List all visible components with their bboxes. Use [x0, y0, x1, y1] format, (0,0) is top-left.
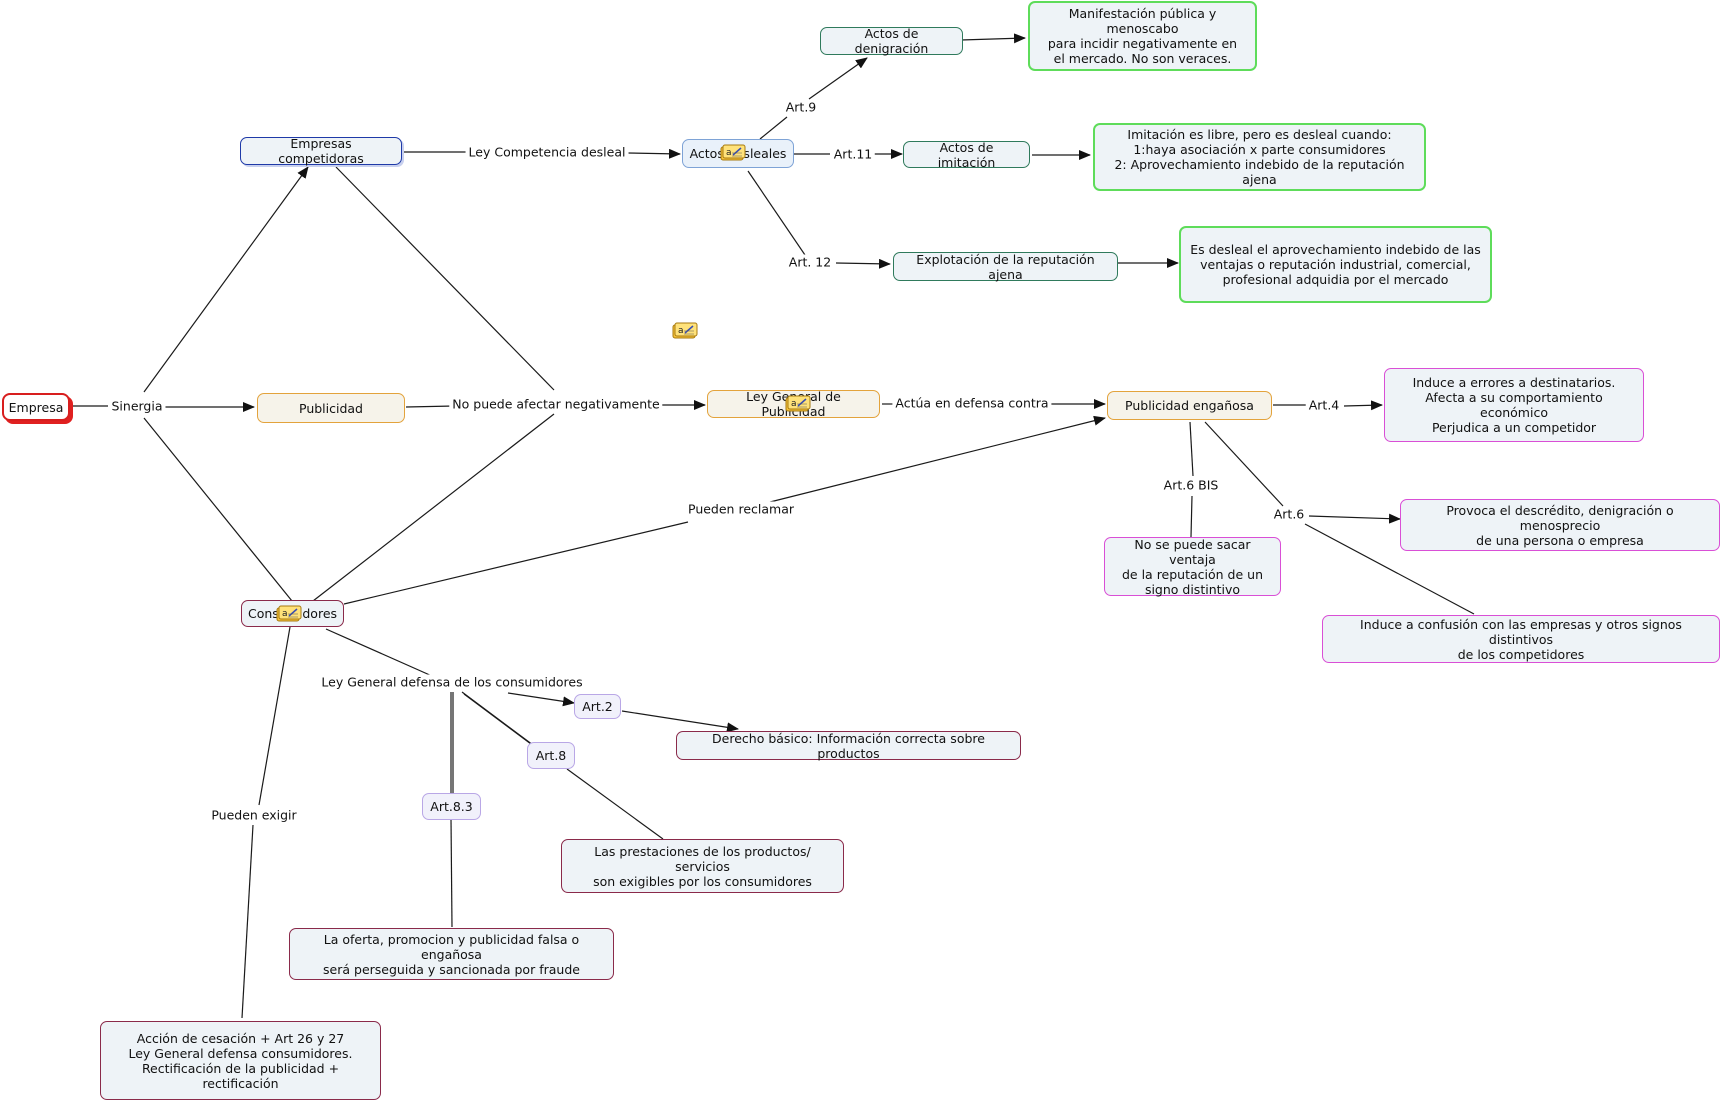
node-actos-denigracion[interactable]: Actos de denigración	[820, 26, 963, 56]
node-art2[interactable]: Art.2	[574, 694, 621, 719]
label-art11: Art.11	[830, 146, 876, 162]
label-art4: Art.4	[1305, 397, 1343, 413]
label-ley-general-consumidores: Ley General defensa de los consumidores	[318, 674, 586, 690]
node-actos-imitacion[interactable]: Actos de imitación	[903, 140, 1030, 170]
node-desc-art6bis[interactable]: No se puede sacar ventaja de la reputaci…	[1104, 537, 1281, 597]
label-art12: Art. 12	[785, 254, 835, 270]
node-desc-art4[interactable]: Induce a errores a destinatarios. Afecta…	[1384, 368, 1644, 442]
note-icon[interactable]: a	[720, 144, 746, 161]
node-publicidad[interactable]: Publicidad	[257, 393, 405, 423]
svg-text:a: a	[726, 148, 732, 158]
node-empresa[interactable]: Empresa	[2, 393, 70, 421]
note-icon[interactable]: a	[672, 322, 698, 339]
label-sinergia: Sinergia	[108, 398, 166, 414]
label-no-puede-afectar: No puede afectar negativamente	[449, 396, 663, 412]
node-desc-art83[interactable]: La oferta, promocion y publicidad falsa …	[289, 928, 614, 980]
svg-text:a: a	[282, 609, 288, 619]
node-art8[interactable]: Art.8	[527, 742, 575, 769]
label-actua-defensa: Actúa en defensa contra	[892, 395, 1052, 411]
node-empresas-competidoras[interactable]: Empresas competidoras	[240, 136, 402, 166]
label-art6: Art.6	[1270, 506, 1308, 522]
node-art83[interactable]: Art.8.3	[422, 793, 481, 820]
node-desc-art6-a[interactable]: Provoca el descrédito, denigración o men…	[1400, 499, 1720, 551]
node-desc-art2[interactable]: Derecho básico: Información correcta sob…	[676, 731, 1021, 761]
label-art9: Art.9	[782, 99, 820, 115]
node-desc-imitacion[interactable]: Imitación es libre, pero es desleal cuan…	[1093, 123, 1426, 191]
note-icon[interactable]: a	[276, 605, 302, 622]
node-desc-art8[interactable]: Las prestaciones de los productos/ servi…	[561, 839, 844, 893]
label-pueden-reclamar: Pueden reclamar	[685, 501, 797, 517]
label-ley-competencia: Ley Competencia desleal	[465, 144, 629, 160]
node-desc-denigracion[interactable]: Manifestación pública y menoscabo para i…	[1028, 1, 1257, 71]
node-desc-explotacion[interactable]: Es desleal el aprovechamiento indebido d…	[1179, 226, 1492, 303]
svg-text:a: a	[678, 326, 684, 336]
node-publicidad-enganosa[interactable]: Publicidad engañosa	[1107, 391, 1272, 420]
note-icon[interactable]: a	[785, 395, 811, 412]
node-desc-cesacion[interactable]: Acción de cesación + Art 26 y 27 Ley Gen…	[100, 1021, 381, 1100]
label-art6bis: Art.6 BIS	[1160, 477, 1222, 493]
node-explotacion-reputacion[interactable]: Explotación de la reputación ajena	[893, 252, 1118, 282]
label-pueden-exigir: Pueden exigir	[208, 807, 300, 823]
node-desc-art6-b[interactable]: Induce a confusión con las empresas y ot…	[1322, 615, 1720, 663]
svg-text:a: a	[791, 399, 797, 409]
